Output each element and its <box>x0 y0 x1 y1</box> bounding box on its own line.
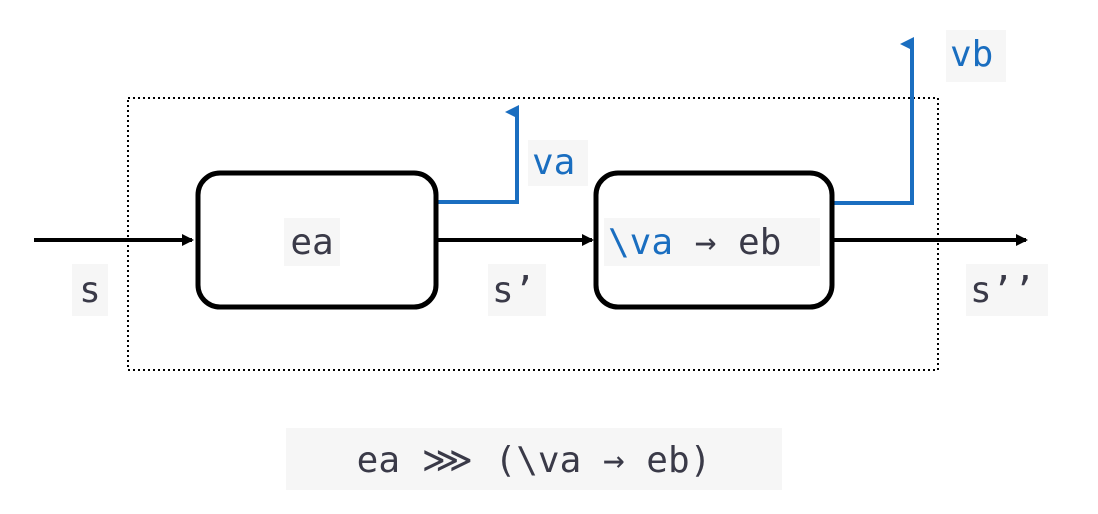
box-lambda-eb-label: \va → eb <box>608 222 781 263</box>
state-out-label: s’’ <box>970 270 1035 311</box>
arrow-eb-part: → eb <box>673 222 781 263</box>
lambda-part: \va <box>608 222 673 263</box>
output-vb-line <box>830 37 914 205</box>
state-mid-label: s’ <box>492 270 535 311</box>
output-va-line <box>434 105 519 204</box>
output-va-label: va <box>532 142 575 183</box>
output-vb-label: vb <box>950 34 993 75</box>
box-ea-label: ea <box>290 222 333 263</box>
composition-boundary <box>127 97 939 371</box>
state-in-label: s <box>79 270 101 311</box>
bind-formula: ea ⋙ (\va → eb) <box>357 440 712 481</box>
